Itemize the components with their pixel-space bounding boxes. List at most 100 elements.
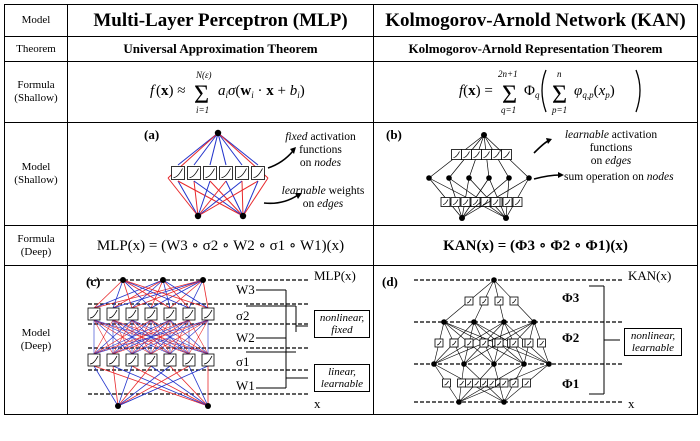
kan-shallow-annotation-sum: sum operation on nodes bbox=[564, 171, 689, 184]
kan-b-act-out-5-curve bbox=[503, 151, 510, 158]
mlp-a-edge-in-5-1 bbox=[242, 180, 259, 217]
kan-b-act-out-5 bbox=[501, 149, 512, 160]
kan-b-act-out-3 bbox=[481, 149, 492, 160]
kan-b-act-out-4 bbox=[491, 149, 502, 160]
kan-Phi2-label: Φ2 bbox=[562, 330, 580, 345]
kan-b-act-in-1-0-curve bbox=[452, 199, 459, 205]
mlp-c-act1-5-curve bbox=[184, 355, 194, 365]
kan-d-act-2-4-1-curve bbox=[524, 380, 529, 386]
mlp-a-activation-3-curve bbox=[221, 168, 231, 178]
kan-b-act-out-4-curve bbox=[493, 151, 500, 158]
kan-d-node-1-2 bbox=[501, 319, 507, 325]
mlp-a-arrowhead-2 bbox=[295, 193, 302, 199]
mlp-c-act1-6 bbox=[201, 353, 215, 367]
mlp-c-e2-6-4 bbox=[169, 319, 209, 355]
mlp-c-e3-5-2 bbox=[188, 279, 204, 309]
panel-b-label: (b) bbox=[386, 127, 402, 142]
mlp-a-edge-in-1-1 bbox=[193, 180, 244, 217]
mlp-a-edge-in-2-1 bbox=[209, 180, 244, 217]
kan-note-line1: nonlinear, bbox=[630, 330, 676, 342]
mlp-c-e2-6-3 bbox=[150, 319, 209, 355]
kan-b-act-out-1 bbox=[461, 149, 472, 160]
kan-d-node-1-3 bbox=[531, 319, 537, 325]
mlp-formula-f: f bbox=[150, 83, 156, 99]
row-label-model-shallow: Model (Shallow) bbox=[4, 122, 68, 226]
mlp-a-activation-0 bbox=[171, 166, 185, 180]
mlp-a-activation-1-curve bbox=[189, 168, 199, 178]
kann-activation-functions: activation functions bbox=[589, 129, 658, 154]
mlp-shallow-cell: (a) fixed activation functions on nodes … bbox=[67, 122, 374, 226]
mlp-c-act2-2 bbox=[125, 307, 139, 321]
mlp-a-activation-2-curve bbox=[205, 168, 215, 178]
mlp-a-edge-side-br bbox=[242, 177, 269, 217]
mlp-c-e2-4-0 bbox=[93, 319, 171, 355]
mlp-formula-x: (x) ≈ bbox=[156, 83, 185, 99]
kan-deep-input-label: x bbox=[628, 396, 635, 411]
mlp-c-e1-3-1 bbox=[150, 365, 209, 407]
mlp-formula-sigma: Σ bbox=[194, 80, 209, 109]
kan-formula-shallow-svg: f(x) = Σ 2n+1 q=1 Φq Σ n p=1 φq,p(xp) bbox=[459, 69, 641, 115]
mlp-a-activation-4 bbox=[235, 166, 249, 180]
kan-d-node-2-3 bbox=[521, 361, 527, 367]
mlp-a-edge-in-2-0 bbox=[197, 180, 211, 217]
kan-d-act-1-3-4-curve bbox=[539, 340, 544, 346]
kan-d-act-2-3-1-curve bbox=[511, 380, 517, 386]
kan-b-act-in-2-0-curve bbox=[462, 199, 469, 205]
ann-activation-functions: activation functions bbox=[299, 131, 356, 156]
kan-b-act-in-4-0 bbox=[480, 197, 491, 207]
mlp-c-e3-0-0 bbox=[93, 279, 124, 309]
kan-d-act-2-3-0 bbox=[487, 378, 496, 388]
mlp-note1-line1: nonlinear, bbox=[319, 312, 365, 324]
kan-d-act-1-1-0 bbox=[449, 338, 459, 348]
kan-b-act-in-0-0 bbox=[440, 197, 451, 207]
kan-shallow-cell: (b) learnable activation functions on ed… bbox=[373, 122, 698, 226]
kan-d-act-1-0-0 bbox=[434, 338, 444, 348]
mlp-shallow-diagram bbox=[167, 129, 302, 220]
kan-d-act-2-4-1 bbox=[522, 378, 531, 388]
kan-d-node-3-0 bbox=[456, 399, 462, 405]
kan-b-output-node bbox=[481, 132, 487, 138]
mlp-c-e2-2-0 bbox=[93, 319, 133, 355]
kann-edges: edges bbox=[605, 155, 632, 167]
mlp-c-e2-6-2 bbox=[131, 319, 209, 355]
kan-d-node-1-0 bbox=[441, 319, 447, 325]
mlp-c-e1-5-0 bbox=[117, 365, 190, 407]
row-label-model-deep: Model (Deep) bbox=[4, 265, 68, 415]
mlp-c-e1-2-1 bbox=[131, 365, 209, 407]
mlp-a-input-node-0 bbox=[194, 212, 202, 220]
mlp-c-act2-0 bbox=[87, 307, 101, 321]
kan-formula-rparen-path bbox=[635, 69, 641, 113]
kan-d-act-0-0-1 bbox=[479, 296, 489, 306]
mlp-a-input-node-1 bbox=[239, 212, 247, 220]
mlp-c-act2-3-curve bbox=[146, 309, 156, 319]
mlp-a-arrowhead-1 bbox=[290, 147, 296, 154]
kan-b-sum-node-1 bbox=[446, 175, 452, 181]
kann-learnable: learnable bbox=[564, 129, 609, 141]
kan-d-act-1-1-0-curve bbox=[451, 340, 457, 346]
mlp-deep-input-label: x bbox=[314, 396, 321, 411]
mlp-W3-label: W3 bbox=[236, 282, 255, 297]
kan-b-arrowhead-2 bbox=[558, 172, 564, 178]
mlp-c-e1-0-0 bbox=[93, 365, 119, 407]
kan-formula-sigma-inner: Σ bbox=[552, 80, 567, 109]
row-label-formula-deep-2: (Deep) bbox=[20, 245, 52, 258]
row-label-model: Model bbox=[4, 4, 68, 37]
mlp-a-edge-in-4-0 bbox=[197, 180, 243, 217]
kan-note-line2: learnable bbox=[631, 342, 675, 354]
kan-b-input-node-0 bbox=[459, 215, 465, 221]
kan-b-sum-node-0 bbox=[426, 175, 432, 181]
mlp-c-e1-2-0 bbox=[117, 365, 133, 407]
mlp-c-act1-3 bbox=[144, 353, 158, 367]
ann-fixed: fixed bbox=[285, 131, 308, 143]
kan-d-node-2-4 bbox=[546, 361, 552, 367]
mlp-c-act2-5-curve bbox=[184, 309, 194, 319]
kan-d-act-1-3-0-curve bbox=[481, 340, 487, 346]
kan-d-act-2-0-1 bbox=[464, 378, 474, 388]
kan-shallow-diagram bbox=[426, 132, 564, 221]
comparison-table: Model Multi-Layer Perceptron (MLP) Kolmo… bbox=[4, 4, 698, 415]
row-label-formula-shallow-1: Formula bbox=[17, 79, 55, 91]
ann-learnable: learnable bbox=[281, 185, 326, 197]
mlp-c-out-node-0 bbox=[120, 277, 126, 283]
mlp-c-act1-4 bbox=[163, 353, 177, 367]
kan-b-sum-node-3 bbox=[486, 175, 492, 181]
